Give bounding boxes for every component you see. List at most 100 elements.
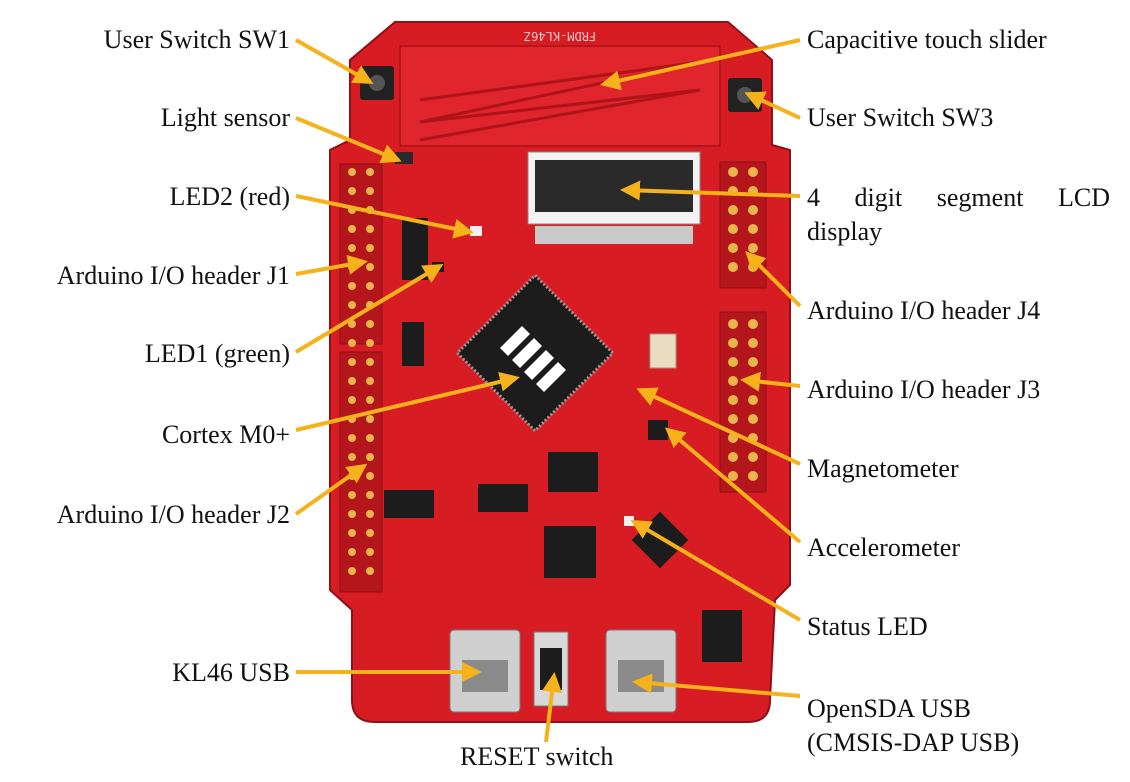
header-pin: [348, 529, 356, 537]
header-pin: [748, 414, 758, 424]
header-pin: [348, 263, 356, 271]
header-pin: [366, 206, 374, 214]
header-j4: [719, 161, 767, 289]
header-pin: [348, 472, 356, 480]
lcd-glass: [535, 160, 693, 212]
header-pin: [748, 243, 758, 253]
label-user-switch-sw3: User Switch SW3: [807, 103, 994, 132]
header-pin: [366, 548, 374, 556]
header-pin: [366, 358, 374, 366]
header-pin: [348, 358, 356, 366]
label-led1: LED1 (green): [144, 339, 290, 368]
board-silkscreen: FRDM-KL46Z: [524, 29, 596, 43]
header-pin: [348, 301, 356, 309]
label-cmsis-dap: (CMSIS-DAP USB): [807, 728, 1020, 757]
header-pin: [728, 452, 738, 462]
label-touch-slider: Capacitive touch slider: [807, 25, 1047, 54]
header-pin: [728, 433, 738, 443]
label-arduino-j1: Arduino I/O header J1: [56, 261, 290, 290]
header-pin: [366, 434, 374, 442]
lcd-word-2: digit: [854, 183, 903, 212]
header-pin: [366, 510, 374, 518]
header-pin: [728, 395, 738, 405]
header-pin: [728, 243, 738, 253]
header-pin: [348, 434, 356, 442]
header-pin: [748, 262, 758, 272]
jumper-block-1: [402, 218, 428, 280]
header-pin: [748, 376, 758, 386]
header-pin: [728, 414, 738, 424]
status-led-part: [624, 516, 634, 526]
header-pin: [348, 377, 356, 385]
header-pin: [348, 206, 356, 214]
header-pin: [366, 491, 374, 499]
header-pin: [728, 167, 738, 177]
label-opensda-usb: OpenSDA USB: [807, 694, 971, 723]
header-pin: [748, 357, 758, 367]
header-pin: [348, 187, 356, 195]
header-pin: [348, 225, 356, 233]
header-pin: [748, 338, 758, 348]
header-pin: [348, 320, 356, 328]
header-pin: [728, 376, 738, 386]
lcd-word-4: LCD: [1057, 183, 1110, 212]
header-j3-bottom: [702, 610, 742, 662]
header-pin: [348, 339, 356, 347]
jumper-block-2: [402, 322, 424, 366]
header-pin: [728, 205, 738, 215]
header-pin: [748, 167, 758, 177]
kl46-usb-connector: [449, 629, 521, 713]
header-pin: [728, 471, 738, 481]
label-arduino-j3: Arduino I/O header J3: [807, 375, 1041, 404]
header-j1: [339, 163, 383, 345]
header-pin: [366, 168, 374, 176]
lcd-line-2: display: [807, 217, 883, 246]
header-pin: [728, 319, 738, 329]
label-cortex: Cortex M0+: [161, 420, 290, 449]
header-pin: [748, 395, 758, 405]
header-pin: [366, 529, 374, 537]
header-pin: [728, 357, 738, 367]
reset-switch-part: [533, 631, 569, 707]
sw1-cap: [369, 75, 385, 91]
label-reset-switch: RESET switch: [460, 742, 614, 771]
header-pin: [348, 548, 356, 556]
header-pin: [348, 415, 356, 423]
led1-part: [432, 262, 444, 272]
ic-2: [478, 484, 528, 512]
header-pin: [728, 338, 738, 348]
header-pin: [348, 453, 356, 461]
label-lcd-display: 4 digit segment LCD display: [807, 181, 1110, 249]
label-arduino-j2: Arduino I/O header J2: [56, 500, 290, 529]
header-pin: [366, 320, 374, 328]
header-pin: [348, 567, 356, 575]
label-status-led: Status LED: [807, 612, 928, 641]
header-pin: [366, 263, 374, 271]
header-pin: [366, 301, 374, 309]
header-pin: [366, 396, 374, 404]
header-pin: [728, 262, 738, 272]
header-pin: [366, 567, 374, 575]
header-pin: [728, 224, 738, 234]
ic-3: [384, 490, 434, 518]
label-arduino-j4: Arduino I/O header J4: [807, 296, 1041, 325]
ic-1: [548, 452, 598, 492]
header-pin: [366, 339, 374, 347]
header-pin: [748, 224, 758, 234]
ic-opensda: [544, 526, 596, 578]
header-pin: [366, 453, 374, 461]
lcd-word-1: 4: [807, 183, 820, 212]
light-sensor-part: [395, 152, 413, 164]
label-led2: LED2 (red): [169, 182, 290, 211]
label-user-switch-sw1: User Switch SW1: [103, 25, 290, 54]
label-accelerometer: Accelerometer: [807, 533, 961, 562]
header-pin: [748, 471, 758, 481]
led2-part: [470, 226, 482, 236]
header-pin: [366, 377, 374, 385]
header-pin: [366, 187, 374, 195]
header-pin: [366, 225, 374, 233]
label-kl46-usb: KL46 USB: [172, 658, 290, 687]
header-pin: [348, 396, 356, 404]
header-pin: [348, 282, 356, 290]
header-pin: [348, 168, 356, 176]
